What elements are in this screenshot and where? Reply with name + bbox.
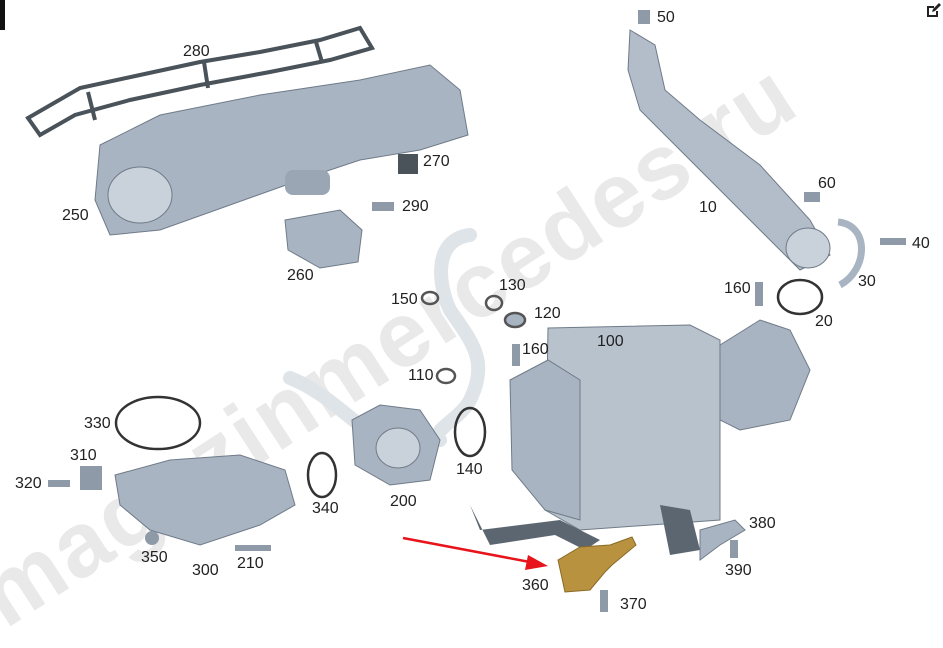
label-280[interactable]: 280	[183, 43, 210, 60]
label-50[interactable]: 50	[657, 9, 675, 26]
part-320-bolt	[48, 480, 70, 487]
part-330-oring	[114, 395, 202, 451]
part-270-sensor	[398, 154, 418, 174]
part-140-oring	[453, 406, 487, 458]
label-20[interactable]: 20	[815, 313, 833, 330]
part-200-throttle	[351, 404, 441, 486]
highlight-arrow	[402, 536, 548, 570]
label-150[interactable]: 150	[391, 291, 418, 308]
label-360[interactable]: 360	[522, 577, 549, 594]
window-edge	[0, 0, 5, 30]
label-160-b[interactable]: 160	[522, 341, 549, 358]
part-20-oring	[776, 278, 824, 316]
part-300-housing	[114, 454, 296, 546]
part-390-bolt	[730, 540, 738, 558]
parts-diagram	[25, 10, 906, 612]
part-210-bolt	[235, 545, 271, 551]
part-30-clamp	[837, 218, 865, 289]
label-60[interactable]: 60	[818, 175, 836, 192]
label-250[interactable]: 250	[62, 207, 89, 224]
label-140[interactable]: 140	[456, 461, 483, 478]
label-120[interactable]: 120	[534, 305, 561, 322]
label-320[interactable]: 320	[15, 475, 42, 492]
part-40-bolt	[880, 238, 906, 245]
label-200[interactable]: 200	[390, 493, 417, 510]
part-100-intercooler	[470, 319, 811, 555]
part-60-bolt	[804, 192, 820, 202]
label-160[interactable]: 160	[724, 280, 751, 297]
label-310[interactable]: 310	[70, 447, 97, 464]
label-270[interactable]: 270	[423, 153, 450, 170]
part-250-intake-manifold	[94, 64, 469, 236]
part-350-bolt	[145, 531, 159, 545]
label-210[interactable]: 210	[237, 555, 264, 572]
label-340[interactable]: 340	[312, 500, 339, 517]
part-310-sensor	[80, 466, 102, 490]
label-350[interactable]: 350	[141, 549, 168, 566]
label-290[interactable]: 290	[402, 198, 429, 215]
label-370[interactable]: 370	[620, 596, 647, 613]
part-280-gasket	[25, 25, 376, 138]
part-290-bolt	[372, 202, 394, 211]
part-260-valve	[284, 209, 363, 269]
part-380-bracket	[699, 519, 746, 561]
part-50-bolt	[638, 10, 650, 24]
label-390[interactable]: 390	[725, 562, 752, 579]
label-10[interactable]: 10	[699, 199, 717, 216]
edit-icon[interactable]	[925, 3, 941, 19]
part-small-clamps	[420, 290, 527, 385]
label-30[interactable]: 30	[858, 273, 876, 290]
part-370-bolt	[600, 590, 608, 612]
label-260[interactable]: 260	[287, 267, 314, 284]
part-360-bracket	[557, 536, 637, 593]
part-160-bolt	[512, 282, 763, 366]
label-40[interactable]: 40	[912, 235, 930, 252]
part-340-oring	[306, 451, 338, 499]
label-380[interactable]: 380	[749, 515, 776, 532]
label-100[interactable]: 100	[597, 333, 624, 350]
part-10-pipe	[627, 29, 831, 271]
label-330[interactable]: 330	[84, 415, 111, 432]
label-300[interactable]: 300	[192, 562, 219, 579]
label-130[interactable]: 130	[499, 277, 526, 294]
label-110[interactable]: 110	[408, 367, 434, 384]
